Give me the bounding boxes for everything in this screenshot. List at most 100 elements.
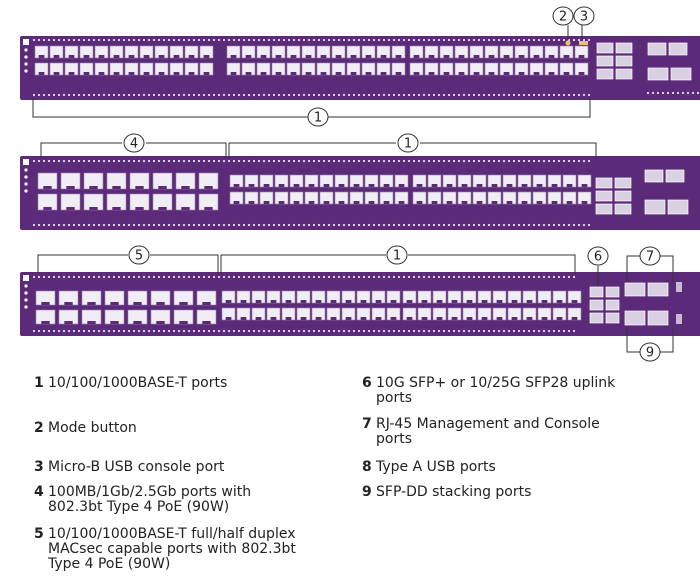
- status-led: [92, 329, 96, 333]
- status-led: [132, 329, 136, 333]
- port-block: [412, 174, 592, 205]
- status-led: [587, 159, 591, 163]
- status-led: [537, 93, 541, 97]
- status-led: [137, 329, 141, 333]
- status-led: [447, 223, 451, 227]
- status-led: [467, 223, 471, 227]
- status-led: [572, 93, 576, 97]
- status-led: [257, 159, 261, 163]
- status-led: [392, 93, 396, 97]
- status-led: [332, 159, 336, 163]
- status-led: [676, 91, 680, 95]
- port-latch: [536, 201, 543, 204]
- port-block: [226, 45, 406, 76]
- status-led: [297, 275, 301, 279]
- status-led: [377, 329, 381, 333]
- port-latch: [345, 317, 352, 320]
- status-led: [367, 159, 371, 163]
- port-latch: [413, 55, 420, 58]
- callout-circle: [552, 6, 574, 26]
- port-latch: [446, 184, 453, 187]
- status-led: [696, 91, 700, 95]
- status-led: [557, 223, 561, 227]
- status-led: [522, 159, 526, 163]
- status-led: [542, 275, 546, 279]
- port-latch: [68, 55, 75, 58]
- status-led: [562, 329, 566, 333]
- status-led: [252, 93, 256, 97]
- port-latch: [87, 302, 96, 305]
- brand-logo: [23, 275, 29, 281]
- port-latch: [365, 55, 372, 58]
- status-led: [277, 223, 281, 227]
- status-led: [502, 329, 506, 333]
- status-led: [347, 93, 351, 97]
- switch-unit-3: [20, 272, 700, 336]
- status-led: [252, 329, 256, 333]
- status-led: [497, 275, 501, 279]
- status-led: [552, 223, 556, 227]
- status-led: [517, 223, 521, 227]
- status-led: [117, 38, 121, 42]
- port-latch: [571, 300, 578, 303]
- status-led: [167, 329, 171, 333]
- legend-number: 1: [34, 375, 44, 391]
- status-led: [362, 275, 366, 279]
- status-led: [232, 223, 236, 227]
- callout-number: 4: [130, 137, 138, 152]
- status-led: [567, 275, 571, 279]
- port-latch: [158, 55, 165, 58]
- status-led: [52, 93, 56, 97]
- port-latch: [551, 184, 558, 187]
- port-latch: [315, 300, 322, 303]
- port-latch: [230, 55, 237, 58]
- status-led: [352, 93, 356, 97]
- status-led: [547, 329, 551, 333]
- status-led: [532, 38, 536, 42]
- status-led: [387, 38, 391, 42]
- status-led: [282, 275, 286, 279]
- port-latch: [383, 184, 390, 187]
- status-led: [82, 38, 86, 42]
- status-led: [302, 275, 306, 279]
- status-led: [92, 275, 96, 279]
- sfp-port: [670, 67, 692, 81]
- port-latch: [481, 317, 488, 320]
- status-led: [272, 329, 276, 333]
- status-led: [322, 275, 326, 279]
- port-latch: [87, 321, 96, 324]
- status-led: [152, 275, 156, 279]
- port-latch: [68, 72, 75, 75]
- status-led: [412, 275, 416, 279]
- status-led: [287, 329, 291, 333]
- sfp-port: [595, 203, 613, 215]
- status-led: [651, 91, 655, 95]
- status-led: [666, 91, 670, 95]
- status-led: [252, 38, 256, 42]
- port-latch: [511, 300, 518, 303]
- status-led: [202, 223, 206, 227]
- port-latch: [556, 317, 563, 320]
- status-led: [292, 159, 296, 163]
- status-led: [342, 329, 346, 333]
- callout-circle: [587, 246, 609, 266]
- status-led: [357, 329, 361, 333]
- status-led: [122, 93, 126, 97]
- port-latch: [548, 55, 555, 58]
- port-latch: [260, 55, 267, 58]
- status-led: [47, 223, 51, 227]
- status-led: [412, 329, 416, 333]
- status-led: [112, 159, 116, 163]
- status-led: [142, 93, 146, 97]
- port-latch: [315, 317, 322, 320]
- status-led: [567, 93, 571, 97]
- status-led: [182, 159, 186, 163]
- status-led: [337, 159, 341, 163]
- port-latch: [323, 184, 330, 187]
- port-latch: [461, 201, 468, 204]
- status-led: [52, 223, 56, 227]
- status-led: [442, 38, 446, 42]
- status-led: [152, 159, 156, 163]
- status-led: [187, 275, 191, 279]
- sfp-port: [615, 55, 633, 67]
